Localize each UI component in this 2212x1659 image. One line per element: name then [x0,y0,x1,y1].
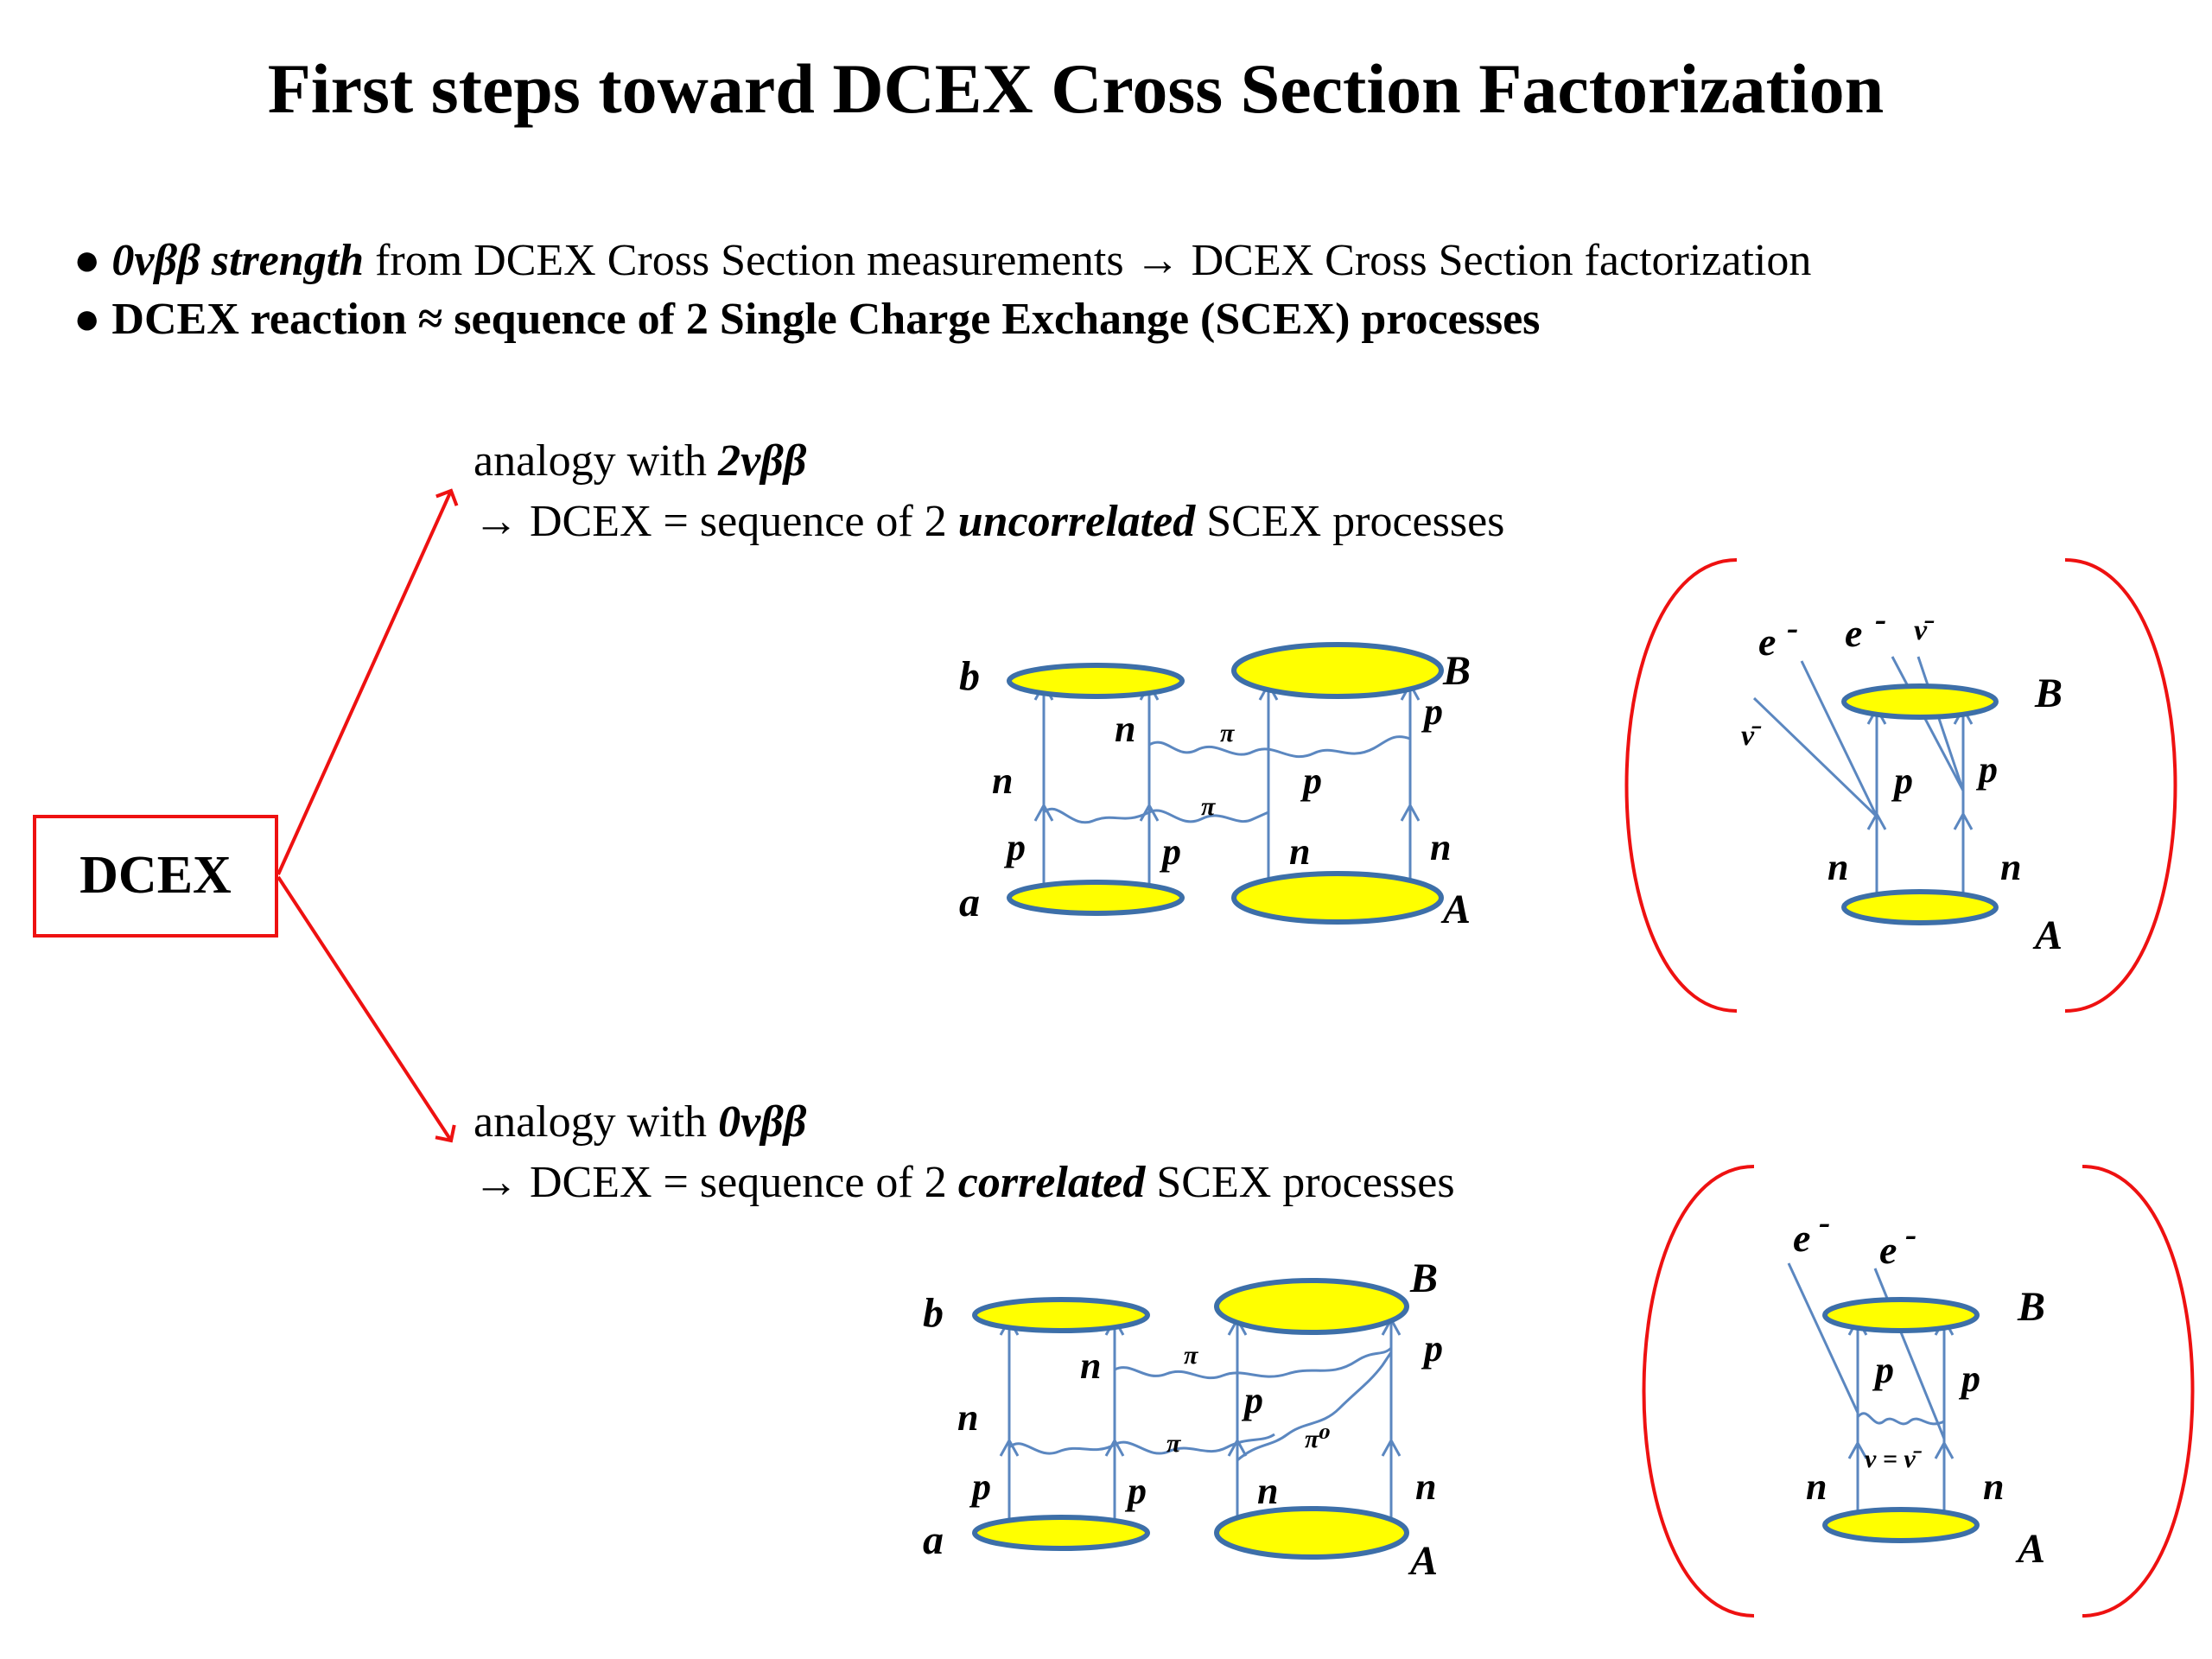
bullet-1-glyph: ● [73,236,100,285]
dcex-box-label: DCEX [79,846,232,905]
svg-text:π: π [1220,719,1235,747]
svg-text:B: B [1409,1255,1438,1301]
svg-text:p: p [1300,760,1322,802]
bullet-2: ● DCEX reaction ≈ sequence of 2 Single C… [73,295,1540,344]
arrow-to-lower [276,875,456,1143]
svg-text:p: p [1159,830,1181,873]
upper-analogy-line2: → DCEX = sequence of 2 uncorrelated SCEX… [474,497,1504,546]
svg-text:ν̄: ν̄ [1914,614,1935,646]
lower-beta-decay-diagram: e - e - B A p p n n ν = ν̄ [1642,1165,2195,1618]
svg-text:n: n [1430,826,1451,868]
svg-text:p: p [1891,760,1913,802]
bullet-1-emphasis: 0νββ strength [111,236,364,285]
svg-text:n: n [1983,1465,2004,1508]
bullet-1-text: from DCEX Cross Section measurements → D… [364,236,1811,285]
svg-text:p: p [1124,1470,1147,1512]
lower-analogy-line1: analogy with 0νββ [474,1097,807,1147]
svg-text:-: - [1787,608,1798,647]
upper-dcex-diagram: b a B A n n p p n n p p π π [959,642,1471,932]
svg-text:n: n [2000,846,2021,888]
svg-text:a: a [923,1517,944,1563]
lower-dcex-diagram: b a B A n n p p n n p p π π π⁰ [923,1255,1443,1584]
svg-text:n: n [957,1396,978,1439]
svg-text:b: b [923,1290,944,1336]
svg-text:p: p [1975,748,1998,791]
svg-text:A: A [1440,887,1471,932]
svg-text:n: n [992,760,1013,802]
svg-text:-: - [1819,1203,1830,1242]
lower-analogy-line2: → DCEX = sequence of 2 correlated SCEX p… [474,1158,1455,1207]
svg-text:n: n [1257,1470,1278,1512]
svg-text:a: a [959,880,980,925]
svg-text:p: p [1241,1379,1263,1421]
svg-text:n: n [1827,846,1848,888]
svg-text:π⁰: π⁰ [1305,1425,1331,1453]
svg-text:B: B [1442,648,1471,694]
svg-text:e: e [1845,611,1862,655]
bullet-1: ● 0νββ strength from DCEX Cross Section … [73,236,1811,285]
svg-text:p: p [1958,1357,1980,1400]
svg-text:π: π [1184,1341,1198,1370]
svg-text:B: B [2017,1284,2045,1330]
svg-text:n: n [1289,830,1310,873]
bullet-2-glyph: ● [73,295,100,344]
arrow-to-upper [276,488,459,875]
svg-text:A: A [2032,912,2063,958]
svg-text:π: π [1166,1429,1181,1458]
svg-text:b: b [959,653,980,699]
svg-text:p: p [1421,1327,1443,1370]
svg-text:p: p [1421,690,1443,733]
svg-text:e: e [1879,1228,1897,1272]
svg-text:A: A [1408,1538,1438,1584]
upper-analogy-line1: analogy with 2νββ [474,436,807,486]
upper-beta-decay-diagram: e - e - ν̄ ν̄ B A p p n n [1624,558,2177,1013]
dcex-box [33,815,278,938]
svg-text:B: B [2034,671,2063,716]
svg-text:p: p [1003,826,1026,868]
svg-text:ν = ν̄: ν = ν̄ [1865,1445,1923,1473]
svg-text:n: n [1806,1465,1827,1508]
svg-text:ν̄: ν̄ [1741,720,1762,752]
slide-title: First steps toward DCEX Cross Section Fa… [268,49,1885,128]
svg-text:e: e [1793,1216,1810,1260]
svg-text:n: n [1415,1465,1436,1508]
svg-text:e: e [1758,620,1776,664]
svg-text:π: π [1201,792,1216,821]
bullet-2-text: DCEX reaction ≈ sequence of 2 Single Cha… [100,295,1540,344]
svg-text:p: p [969,1465,991,1508]
svg-text:-: - [1875,600,1886,639]
svg-text:p: p [1872,1349,1894,1391]
svg-text:-: - [1905,1215,1916,1254]
svg-text:n: n [1080,1344,1101,1387]
svg-text:A: A [2015,1526,2045,1572]
svg-text:n: n [1115,708,1135,750]
